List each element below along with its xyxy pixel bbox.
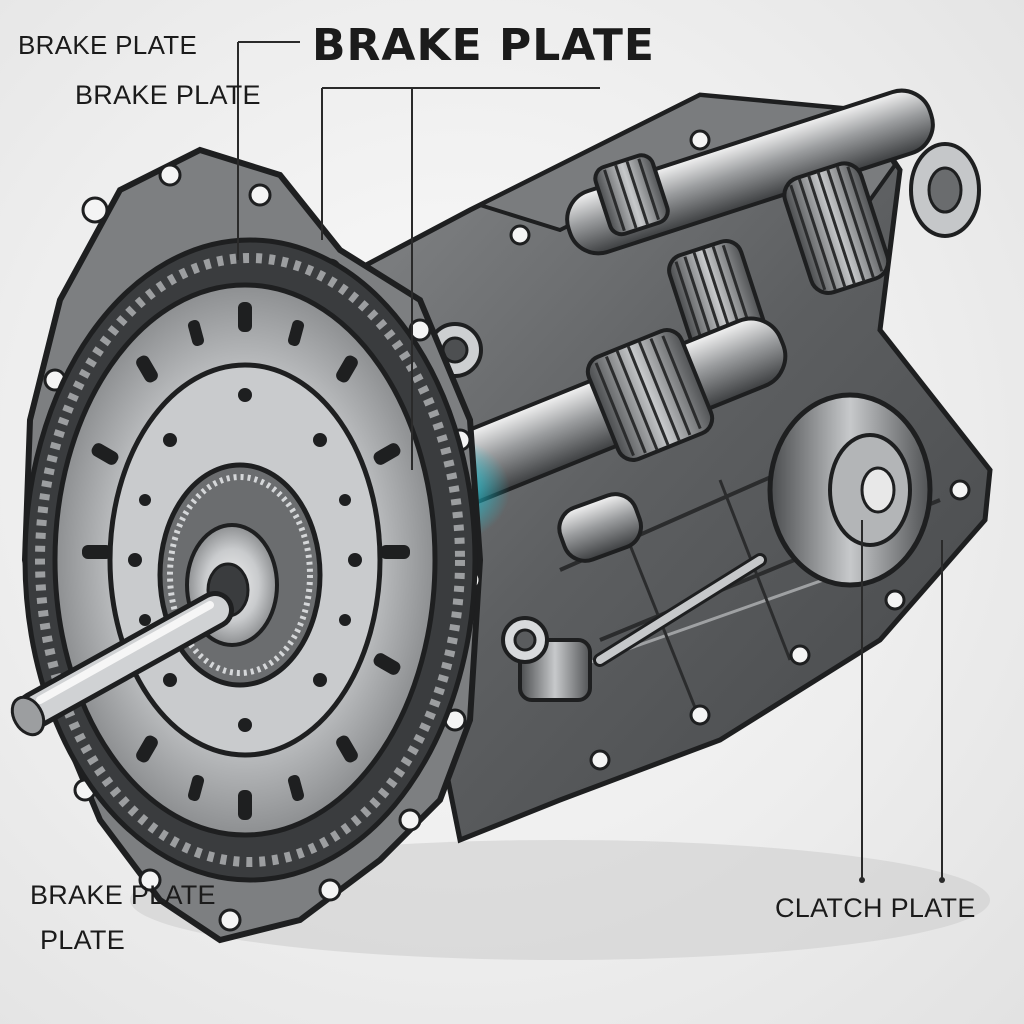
leader-lines bbox=[237, 41, 943, 880]
label-top-left-2: BRAKE PLATE bbox=[75, 80, 261, 110]
disc-slots bbox=[82, 302, 410, 820]
input-shaft bbox=[10, 591, 234, 737]
input-shaft-tip bbox=[10, 695, 46, 737]
lower-drum bbox=[767, 392, 933, 588]
label-bottom-left-2: PLATE bbox=[40, 925, 126, 955]
small-top-gear bbox=[593, 153, 670, 237]
bell-housing-bolt-holes bbox=[33, 163, 482, 932]
lower-roller bbox=[501, 616, 592, 702]
brake-disc-assembly bbox=[22, 237, 478, 883]
label-bottom-left-1: BRAKE PLATE bbox=[30, 880, 216, 910]
outer-teeth-ring bbox=[35, 253, 465, 867]
lower-rod bbox=[593, 553, 767, 667]
lower-cylinder-1 bbox=[557, 492, 643, 563]
inner-ring-holes bbox=[128, 388, 362, 732]
upper-gear bbox=[782, 161, 891, 295]
label-bottom-right: CLATCH PLATE bbox=[775, 893, 976, 923]
label-top-left-1: BRAKE PLATE bbox=[18, 30, 198, 60]
main-shaft-gear bbox=[585, 328, 715, 462]
diagram-title: BRAKE PLATE bbox=[312, 20, 655, 71]
